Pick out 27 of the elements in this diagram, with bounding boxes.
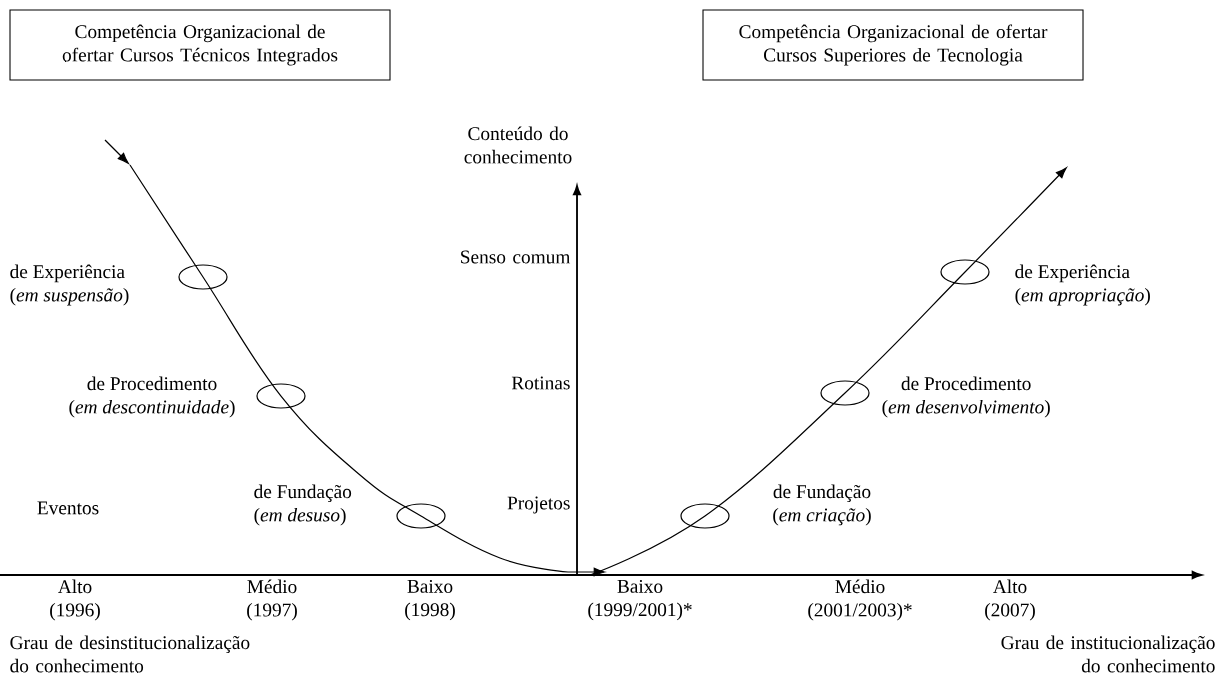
tick-label: Alto (2007) [985, 579, 1035, 621]
stage-label: de Experiência (em suspensão) [10, 264, 129, 306]
marker-ellipse [178, 264, 228, 290]
tick-label: Médio (1997) [247, 579, 297, 621]
axis-category-label: Rotinas [511, 376, 570, 390]
marker-ellipse [680, 503, 730, 529]
stage-label: de Procedimento (em desenvolvimento) [882, 376, 1050, 418]
marker-ellipse [256, 383, 306, 409]
axis-category-label: Senso comum [461, 250, 571, 264]
axis-label: Grau de institucionalização do conhecimento [1001, 635, 1215, 673]
title-box: Competência Organizacional de ofertar Cursos Técnicos Integrados [9, 9, 391, 81]
stage-label: de Fundação (em criação) [773, 484, 871, 526]
axis-label: Grau de desinstitucionalização do conhecimento [10, 635, 250, 673]
tick-label: Alto (1996) [50, 579, 100, 621]
tick-label: Baixo (1999/2001)* [588, 579, 692, 621]
marker-ellipse [940, 259, 990, 285]
axis-category-label: Projetos [507, 496, 570, 514]
marker-ellipse [396, 503, 446, 529]
axis-category-label: Eventos [37, 501, 99, 515]
stage-label: de Experiência (em apropriação) [1015, 264, 1150, 306]
stage-label: de Fundação (em desuso) [254, 484, 352, 526]
axis-label: Conteúdo do conhecimento [464, 126, 572, 164]
stage-label: de Procedimento (em descontinuidade) [69, 376, 235, 418]
tick-label: Baixo (1998) [405, 579, 455, 621]
title-box: Competência Organizacional de ofertar Cursos Superiores de Tecnologia [702, 9, 1084, 81]
tick-label: Médio (2001/2003)* [808, 579, 912, 621]
marker-ellipse [820, 380, 870, 406]
